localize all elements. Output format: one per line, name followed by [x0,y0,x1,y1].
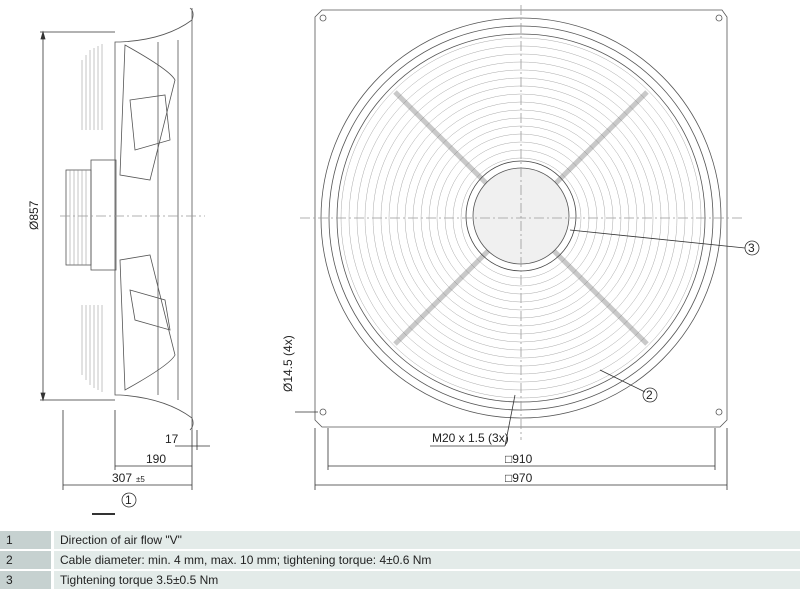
dim-17: 17 [165,432,179,446]
diameter-dimension [40,30,115,402]
legend-number: 3 [0,571,51,589]
dim-190: 190 [146,452,166,466]
fan-front-view [300,5,745,440]
hole-label: Ø14.5 (4x) [281,335,295,392]
thread-label: M20 x 1.5 (3x) [432,431,509,445]
square-970-label: □970 [505,471,533,485]
technical-drawing: Ø857 17 190 307 ±5 1 [27,5,760,515]
callout-3: 3 [748,241,755,255]
callout-3-circle [744,240,760,256]
front-dimensions [295,229,746,490]
square-910-label: □910 [505,452,533,466]
dim-307-tolerance: ±5 [136,475,145,484]
fan-side-view [60,7,205,431]
callout-1-circle [121,492,137,508]
callout-2: 2 [646,388,653,402]
legend-number: 2 [0,551,51,569]
legend-number: 1 [0,531,51,549]
side-dimensions [62,410,210,515]
diameter-label: Ø857 [27,200,41,230]
legend-text: Cable diameter: min. 4 mm, max. 10 mm; t… [51,551,800,569]
callout-2-circle [642,387,658,403]
dim-307: 307 [112,471,132,485]
legend-text: Tightening torque 3.5±0.5 Nm [51,571,800,589]
callout-1: 1 [125,493,132,507]
legend-text: Direction of air flow "V" [51,531,800,549]
